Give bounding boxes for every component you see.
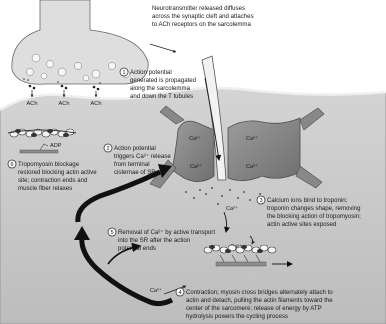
step-1: 1 Action potential generated is propagat… [120,68,196,100]
sarcoplasmic-reticulum-right [228,118,300,181]
step-2-line-3: from terminal [114,161,150,168]
ca-label-5: Ca²⁺ [226,205,238,212]
ca-label-7: Ca²⁺ [150,287,162,294]
step-3-line-1: Calcium ions bind to troponin; [267,197,348,204]
step-6-line-3: site; contraction ends and [18,177,87,184]
note-line-1: Neurotransmitter released diffuses [152,5,245,12]
adp-label: ADP [50,143,62,149]
step-1-line-2: generated is propagated [130,77,196,84]
step-5-line-1: Removal of Ca²⁺ by active transport [118,229,215,236]
ca-label-4: Ca²⁺ [246,163,258,170]
step-6-number: 6 [10,162,13,168]
step-3-line-4: actin active sites exposed [267,221,336,228]
step-6-line-2: restored blocking actin active [18,169,97,176]
step-6-line-1: Tropomyosin blockage [18,161,80,168]
ach-label-3: ACh [91,101,102,107]
step-3-line-3: the blocking action of tropomyosin; [267,213,361,220]
step-5-number: 5 [110,230,113,236]
step-1-line-1: Action potential [130,69,172,76]
sarcoplasmic-reticulum-left [172,121,214,181]
note-line-3: to ACh receptors on the sarcolemma [152,21,252,28]
step-6-line-4: muscle fiber relaxes [18,185,72,192]
step-2-line-1: Action potential [114,145,156,152]
ach-label-1: ACh [27,101,38,107]
step-2-number: 2 [106,146,109,152]
step-4-line-4: hydrolysis powers the cycling process [186,313,288,320]
step-2-line-2: triggers Ca²⁺ release [114,153,171,160]
note-line-2: across the synaptic cleft and attaches [152,13,254,20]
ca-label-3: Ca²⁺ [190,163,202,170]
ach-label-2: ACh [59,101,70,107]
step-5-line-2: into the SR after the action [118,237,190,244]
step-4-line-3: center of the sarcomere; release of ener… [186,305,322,312]
step-2-line-4: cisternae of SR [114,169,156,176]
step-3-line-2: troponin changes shape, removing [267,205,361,212]
thick-filament-relaxed [20,150,58,153]
step-4-number: 4 [178,290,181,296]
ca-label-2: Ca²⁺ [246,135,258,142]
step-3-number: 3 [259,198,262,204]
step-5-line-3: potential ends [118,245,156,252]
ach-receptors [29,85,100,91]
step-4-line-2: actin and detach, pulling the actin fila… [186,297,333,304]
step-1-line-3: along the sarcolemma [130,85,191,92]
step-1-line-4: and down the T tubules [130,93,193,100]
step-1-number: 1 [122,70,125,76]
ca-label-1: Ca²⁺ [189,135,201,142]
step-4-line-1: Contraction; myosin cross bridges altern… [186,289,333,296]
